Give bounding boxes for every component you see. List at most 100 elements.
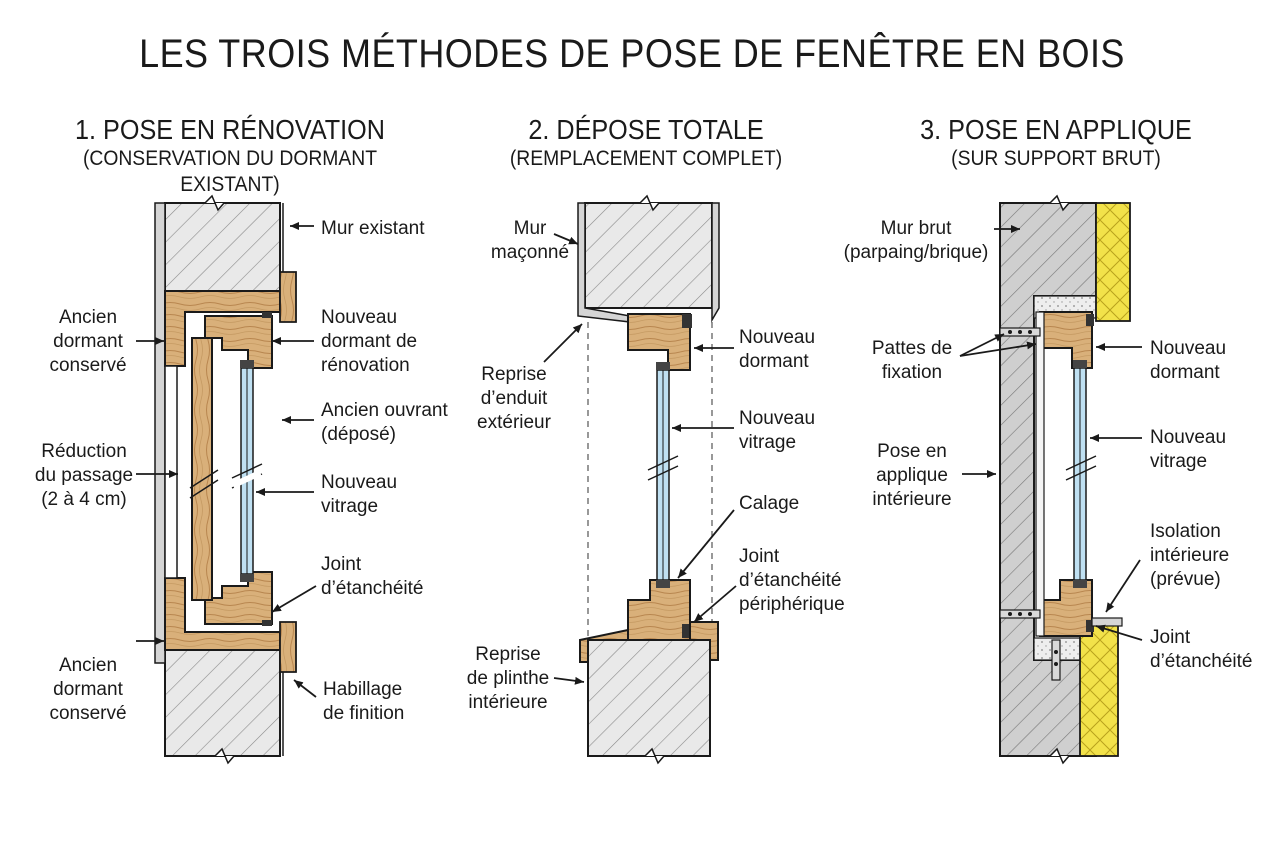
label-line: Pattes de [872, 338, 952, 359]
label-line: extérieur [477, 412, 552, 433]
panel-2-heading: 2. DÉPOSE TOTALE (REMPLACEMENT COMPLET) [436, 114, 856, 172]
panel-3-title: 3. POSE EN APPLIQUE [920, 114, 1192, 145]
p1-wall-top [164, 202, 281, 292]
label-line: applique [876, 465, 948, 486]
p1-exterior-render [154, 202, 166, 664]
p1-label-ancien-ouvrant: Ancien ouvrant (déposé) [321, 400, 448, 445]
p1-new-frame-top [204, 315, 273, 369]
p1-label-nouveau-vitrage: Nouveau vitrage [321, 472, 397, 517]
label-line: Pose en [877, 441, 947, 462]
label-line: dormant [53, 679, 123, 700]
panel-2-subtitle: (REMPLACEMENT COMPLET) [509, 147, 783, 170]
p3-insulation-top [1095, 202, 1131, 322]
p3-frame-bottom [1039, 579, 1093, 637]
p3-label-nouveau-dormant: Nouveau dormant [1150, 338, 1226, 383]
label-line: d’étanchéité [739, 570, 841, 591]
label-line: Mur [514, 218, 547, 239]
main-title: LES TROIS MÉTHODES DE POSE DE FENÊTRE EN… [139, 32, 1125, 76]
label-line: Mur brut [881, 218, 952, 239]
label-line: (déposé) [321, 424, 396, 445]
p2-label-joint: Joint d’étanchéité périphérique [739, 546, 845, 615]
p1-label-ancien-dormant-bottom: Ancien dormant conservé [49, 655, 126, 724]
p1-seal-top [262, 312, 272, 318]
label-line: vitrage [1150, 451, 1207, 472]
label-line: Joint [739, 546, 780, 567]
label-line: Ancien [59, 655, 117, 676]
label-line: de finition [323, 703, 404, 724]
p1-casing-top [279, 271, 297, 323]
label-line: Mur existant [321, 218, 425, 239]
p2-wall-bottom [587, 639, 711, 757]
p1-label-ancien-dormant-top: Ancien dormant conservé [49, 307, 126, 376]
label-line: rénovation [321, 355, 410, 376]
label-line: Nouveau [321, 307, 397, 328]
panel-2-title: 2. DÉPOSE TOTALE [528, 114, 764, 145]
label-line: dormant [53, 331, 123, 352]
p1-seal-bottom [262, 620, 272, 626]
label-line: Nouveau [1150, 338, 1226, 359]
p2-frame-top [627, 313, 691, 371]
label-line: conservé [49, 355, 126, 376]
label-line: Reprise [475, 644, 540, 665]
panel-3-drawing: Mur brut (parpaing/brique) Pattes de fixat… [844, 194, 1252, 765]
label-line: Isolation [1150, 521, 1221, 542]
label-line: intérieure [468, 692, 547, 713]
p1-label-nouveau-dormant: Nouveau dormant de rénovation [321, 307, 417, 376]
p1-wall-bottom [164, 649, 281, 757]
panel-3-subtitle: (SUR SUPPORT BRUT) [951, 147, 1161, 170]
label-line: dormant [739, 351, 809, 372]
panel-1-subtitle: (CONSERVATION DU DORMANT EXISTANT) [82, 147, 378, 196]
p2-wall-top [584, 202, 713, 309]
p2-seal-top [682, 314, 692, 328]
panel-1-heading: 1. POSE EN RÉNOVATION (CONSERVATION DU D… [20, 114, 440, 198]
label-line: Ancien [59, 307, 117, 328]
label-line: du passage [35, 465, 133, 486]
p3-label-mur-brut: Mur brut (parpaing/brique) [844, 218, 989, 263]
p3-seal-bottom [1086, 620, 1094, 632]
panel-2-drawing: Mur maçonné Reprise d’enduit extérieur Nouv… [467, 194, 845, 765]
label-line: (parpaing/brique) [844, 242, 989, 263]
label-line: Nouveau [321, 472, 397, 493]
label-line: vitrage [321, 496, 378, 517]
p2-label-nouveau-vitrage: Nouveau vitrage [739, 408, 815, 453]
label-line: d’enduit [481, 388, 548, 409]
label-line: Réduction [41, 441, 127, 462]
p1-label-mur-existant: Mur existant [321, 218, 425, 239]
label-line: (prévue) [1150, 569, 1221, 590]
label-line: de plinthe [467, 668, 549, 689]
label-line: intérieure [872, 489, 951, 510]
label-line: dormant [1150, 362, 1220, 383]
p3-label-pose-applique: Pose en applique intérieure [872, 441, 951, 510]
panel-1-title: 1. POSE EN RÉNOVATION [75, 114, 385, 145]
p1-old-frame-vertical [164, 365, 178, 579]
panel-3-heading: 3. POSE EN APPLIQUE (SUR SUPPORT BRUT) [846, 114, 1264, 172]
label-line: Ancien ouvrant [321, 400, 448, 421]
label-line: fixation [882, 362, 942, 383]
p2-label-reprise-plinthe: Reprise de plinthe intérieure [467, 644, 549, 713]
label-line: Joint [321, 554, 362, 575]
label-line: Nouveau [739, 408, 815, 429]
p1-casing-bottom [279, 621, 297, 673]
label-line: dormant de [321, 331, 417, 352]
p2-seal-bottom [682, 624, 692, 638]
p1-new-frame-bottom [204, 571, 273, 625]
label-line: Calage [739, 493, 799, 514]
p2-label-calage: Calage [739, 493, 799, 514]
label-line: d’étanchéité [1150, 651, 1252, 672]
label-line: maçonné [491, 242, 569, 263]
label-line: Nouveau [1150, 427, 1226, 448]
panel-1-drawing: Mur existant Ancien dormant conservé Nouve… [35, 194, 448, 765]
label-line: (2 à 4 cm) [41, 489, 127, 510]
label-line: périphérique [739, 594, 845, 615]
p3-label-nouveau-vitrage: Nouveau vitrage [1150, 427, 1226, 472]
p3-insulation-bottom [1079, 621, 1119, 757]
label-line: vitrage [739, 432, 796, 453]
label-line: conservé [49, 703, 126, 724]
